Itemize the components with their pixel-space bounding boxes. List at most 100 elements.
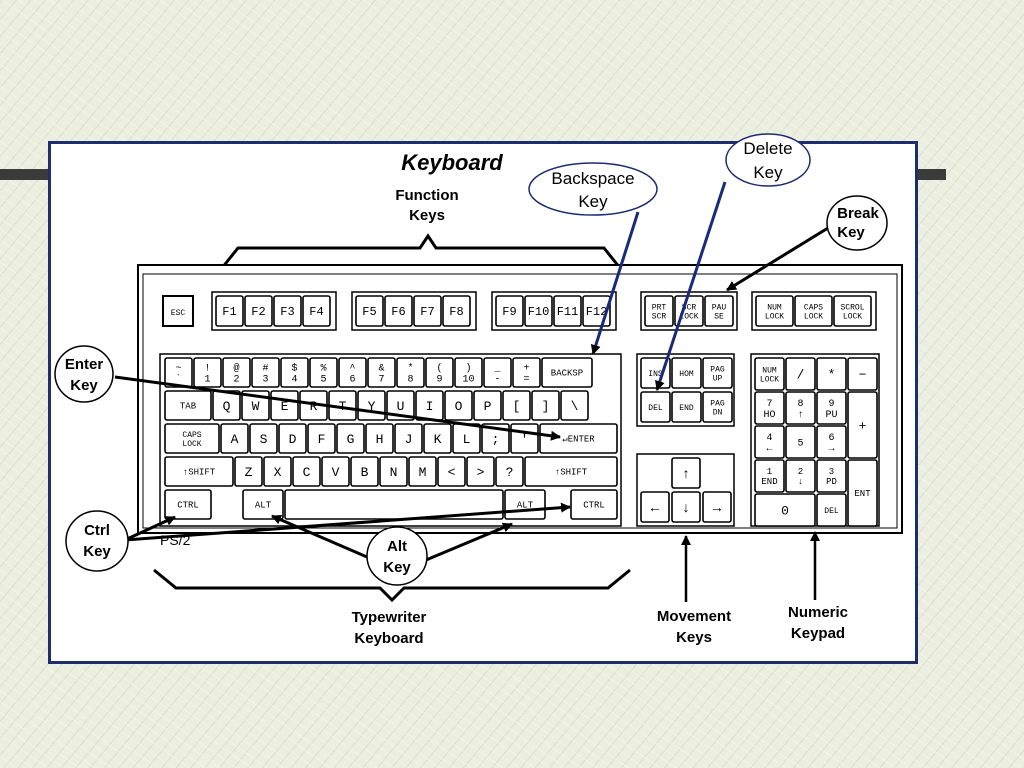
numpad-key-0[interactable]: 0: [754, 493, 816, 527]
key-sym-8[interactable]: >: [466, 456, 495, 487]
numpad-key-6-r3[interactable]: 6→: [816, 425, 847, 459]
key-num-2[interactable]: @2: [222, 357, 251, 388]
key-arrow-down[interactable]: ↓: [671, 491, 701, 523]
key-f2[interactable]: F2: [244, 295, 273, 327]
key-f8[interactable]: F8: [442, 295, 471, 327]
key-num-3[interactable]: #3: [251, 357, 280, 388]
key-num-12[interactable]: +=: [512, 357, 541, 388]
key-j-6[interactable]: J: [394, 423, 423, 454]
key-f1[interactable]: F1: [215, 295, 244, 327]
key-f10[interactable]: F10: [524, 295, 553, 327]
key-num-11[interactable]: _-: [483, 357, 512, 388]
key-num-9[interactable]: (9: [425, 357, 454, 388]
key-sym-7[interactable]: <: [437, 456, 466, 487]
numpad-key-4-r3[interactable]: 4←: [754, 425, 785, 459]
numpad-key-3-pd-r4[interactable]: 3PD: [816, 459, 847, 493]
key-x-1[interactable]: X: [263, 456, 292, 487]
numpad-key-sym[interactable]: −: [847, 357, 878, 391]
numpad-key-sym[interactable]: *: [816, 357, 847, 391]
key-num-6[interactable]: ^6: [338, 357, 367, 388]
key-m-6[interactable]: M: [408, 456, 437, 487]
key-num-10[interactable]: )10: [454, 357, 483, 388]
key-p-9[interactable]: P: [473, 390, 502, 421]
key-sym-12[interactable]: \: [560, 390, 589, 421]
key-esc[interactable]: ESC: [162, 295, 194, 327]
key-v-3[interactable]: V: [321, 456, 350, 487]
key-c-2[interactable]: C: [292, 456, 321, 487]
key-f7[interactable]: F7: [413, 295, 442, 327]
svg-text:CTRL: CTRL: [177, 501, 199, 511]
numpad-key-ent[interactable]: ENT: [847, 459, 878, 527]
key-tab[interactable]: TAB: [164, 390, 212, 421]
key-f4[interactable]: F4: [302, 295, 331, 327]
key-shift-left[interactable]: ↑SHIFT: [164, 456, 234, 487]
key-f6[interactable]: F6: [384, 295, 413, 327]
key-sym-10[interactable]: ': [510, 423, 539, 454]
numpad-key-plus[interactable]: +: [847, 391, 878, 459]
key-ctrl-left[interactable]: CTRL: [164, 489, 212, 520]
key-f9[interactable]: F9: [495, 295, 524, 327]
key-q-0[interactable]: Q: [212, 390, 241, 421]
key-sym-11[interactable]: ]: [531, 390, 560, 421]
key-h-5[interactable]: H: [365, 423, 394, 454]
key-u-6[interactable]: U: [386, 390, 415, 421]
key-num-4[interactable]: $4: [280, 357, 309, 388]
key-g-4[interactable]: G: [336, 423, 365, 454]
key-alt-right[interactable]: ALT: [504, 489, 546, 520]
key-alt-left[interactable]: ALT: [242, 489, 284, 520]
key-a-0[interactable]: A: [220, 423, 249, 454]
key-end-edit[interactable]: END: [671, 391, 702, 423]
key-i-7[interactable]: I: [415, 390, 444, 421]
key-e-2[interactable]: E: [270, 390, 299, 421]
key-hom[interactable]: HOM: [671, 357, 702, 389]
key-backspace[interactable]: BACKSP: [541, 357, 593, 388]
key-arrow-left[interactable]: ←: [640, 491, 670, 523]
key-f11[interactable]: F11: [553, 295, 582, 327]
key-del-edit[interactable]: DEL: [640, 391, 671, 423]
key-n-5[interactable]: N: [379, 456, 408, 487]
key-num-0[interactable]: ~`: [164, 357, 193, 388]
key-ctrl-right[interactable]: CTRL: [570, 489, 618, 520]
key-num-7[interactable]: &7: [367, 357, 396, 388]
key-b-4[interactable]: B: [350, 456, 379, 487]
numpad-key-2-r4[interactable]: 2↓: [785, 459, 816, 493]
key-f-3[interactable]: F: [307, 423, 336, 454]
key-arrow-up[interactable]: ↑: [671, 457, 701, 489]
key-f3[interactable]: F3: [273, 295, 302, 327]
key-f5[interactable]: F5: [355, 295, 384, 327]
numpad-key-5-r3[interactable]: 5: [785, 425, 816, 459]
key-d-2[interactable]: D: [278, 423, 307, 454]
key-num-8[interactable]: *8: [396, 357, 425, 388]
key-num-5[interactable]: %5: [309, 357, 338, 388]
numpad-key-7-ho[interactable]: 7HO: [754, 391, 785, 425]
key-y-5[interactable]: Y: [357, 390, 386, 421]
key-z-0[interactable]: Z: [234, 456, 263, 487]
key-num-1[interactable]: !1: [193, 357, 222, 388]
numpad-key-9-pu[interactable]: 9PU: [816, 391, 847, 425]
key-shift-right[interactable]: ↑SHIFT: [524, 456, 618, 487]
key-enter[interactable]: ↵ENTER: [539, 423, 618, 454]
svg-text:BACKSP: BACKSP: [551, 369, 583, 379]
key-k-7[interactable]: K: [423, 423, 452, 454]
key-o-8[interactable]: O: [444, 390, 473, 421]
key-sym-9[interactable]: ;: [481, 423, 510, 454]
numpad-key-8[interactable]: 8↑: [785, 391, 816, 425]
key-s-1[interactable]: S: [249, 423, 278, 454]
numpad-key-sym[interactable]: /: [785, 357, 816, 391]
numpad-key-del[interactable]: DEL: [816, 493, 847, 527]
key-l-8[interactable]: L: [452, 423, 481, 454]
key-arrow-right[interactable]: →: [702, 491, 732, 523]
key-sym-10[interactable]: [: [502, 390, 531, 421]
key-sym-9[interactable]: ?: [495, 456, 524, 487]
